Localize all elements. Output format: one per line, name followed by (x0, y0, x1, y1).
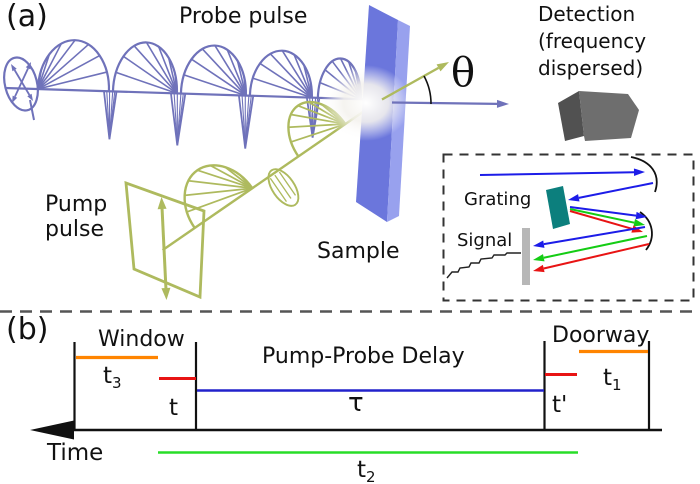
timeline-diagram (30, 341, 662, 454)
tau-label: τ (348, 388, 364, 418)
grating-shape (546, 186, 570, 229)
beam-overlap-glow (321, 65, 411, 141)
em-wave (161, 100, 371, 252)
detector-dark-face (558, 91, 584, 141)
t1-base: t (603, 365, 613, 391)
polarization-ellipse-icon (3, 56, 39, 112)
probe-pulse-label: Probe pulse (179, 4, 308, 29)
pump-pulse-label: Pump pulse (45, 192, 107, 243)
t-label: t (169, 395, 179, 421)
sample-label: Sample (317, 239, 400, 264)
time-label: Time (47, 440, 104, 466)
theta-angle-symbol: θ (451, 50, 476, 96)
t1-label: t1 (603, 365, 622, 394)
window-label: Window (98, 327, 185, 352)
panel-a-label: (a) (6, 0, 48, 34)
detection-label-line1: Detection (538, 2, 636, 26)
t3-base: t (103, 363, 113, 389)
detector-main-face (579, 91, 639, 141)
t1-subscript: 1 (612, 376, 622, 394)
angle-arc (423, 75, 432, 105)
doorway-label: Doorway (552, 323, 650, 348)
grating-label: Grating (464, 189, 532, 210)
dispersed-beam-arrows (479, 168, 654, 273)
detection-label-line2: (frequency (538, 29, 647, 53)
signal-detector-bar (522, 228, 530, 285)
t3-label: t3 (103, 363, 122, 392)
t3-subscript: 3 (112, 374, 122, 392)
pump-polarization-square (124, 180, 206, 300)
detection-label-line3: dispersed) (538, 56, 644, 80)
pump-probe-delay-label: Pump-Probe Delay (262, 344, 465, 369)
spectrometer-inset (442, 153, 695, 302)
curved-mirror-top-icon (630, 156, 658, 193)
signal-trace (446, 252, 521, 279)
exit-beam-arrows (381, 62, 509, 108)
curved-mirror-bottom-icon (639, 211, 653, 251)
t2-base: t (357, 457, 367, 483)
panel-b-label: (b) (6, 312, 49, 347)
t-prime-label: t' (552, 392, 568, 418)
signal-label: Signal (457, 230, 513, 251)
t2-subscript: 2 (366, 468, 376, 484)
t2-label: t2 (357, 457, 376, 484)
pump-pulse-label-line1: Pump (45, 192, 108, 217)
sample-slab (321, 5, 411, 222)
detector-box (558, 91, 639, 141)
time-axis-arrowhead-icon (30, 420, 74, 440)
detection-label: Detection (frequency dispersed) (538, 1, 646, 82)
pump-pulse-label-line2: pulse (45, 217, 105, 243)
